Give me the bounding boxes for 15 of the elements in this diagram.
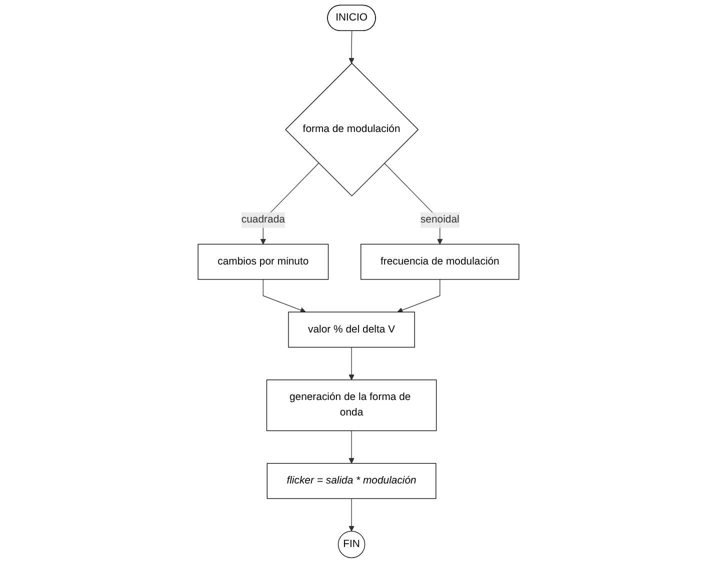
edge-label: cuadrada <box>241 214 285 226</box>
arrow <box>348 430 354 464</box>
node-box: cambios por minuto <box>198 244 329 280</box>
node-circle: FIN <box>338 530 366 558</box>
arrow <box>348 346 354 380</box>
arrow <box>262 279 306 313</box>
node-box: flicker = salida * modulación <box>266 463 436 499</box>
arrow <box>397 279 440 313</box>
node-box: generación de la forma de onda <box>266 380 437 432</box>
arrow <box>348 498 354 532</box>
node-diamond: forma de modulación <box>285 62 419 196</box>
arrow <box>348 30 354 64</box>
node-box: frecuencia de modulación <box>360 244 520 280</box>
edge-label: senoidal <box>420 214 460 226</box>
node-box: valor % del delta V <box>288 312 415 348</box>
